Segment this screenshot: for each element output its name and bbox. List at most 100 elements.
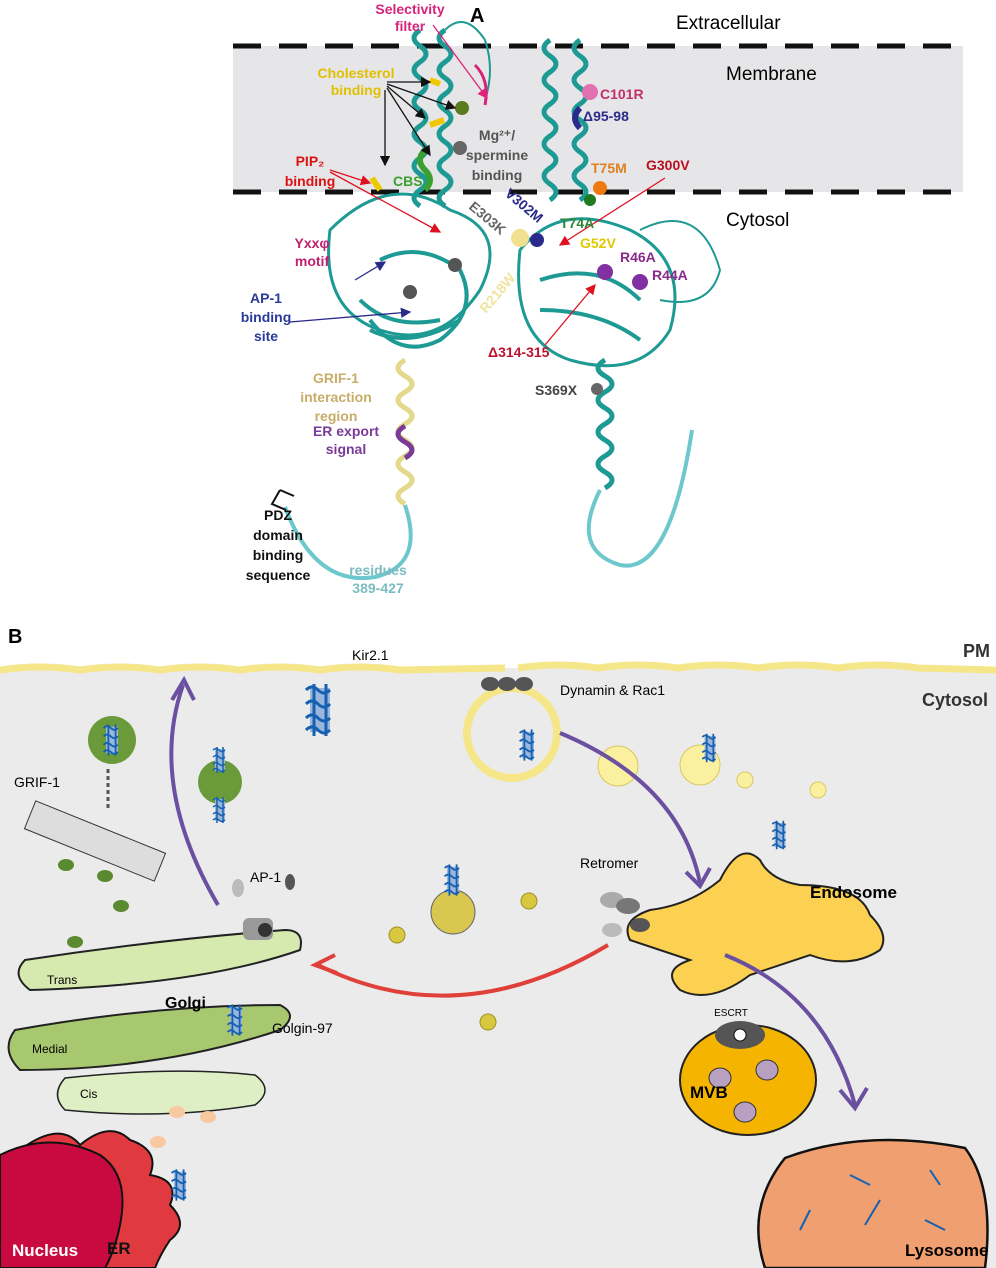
- mutation-g52v: G52V: [580, 235, 616, 251]
- golgin-label: Golgin-97: [272, 1020, 333, 1036]
- v302m-sphere: [530, 233, 544, 247]
- nucleus-label: Nucleus: [12, 1241, 78, 1260]
- selectivity-filter-label: filter: [395, 18, 426, 34]
- yxx-motif-label: motif: [295, 253, 330, 269]
- golgi-medial-label: Medial: [32, 1042, 67, 1056]
- pdz-label: sequence: [246, 567, 311, 583]
- golgi-trans: [17, 928, 302, 992]
- dynamin-label: Dynamin & Rac1: [560, 682, 665, 698]
- r46a-sphere: [597, 264, 613, 280]
- grif1-region-label: interaction: [300, 389, 372, 405]
- mutation-d95-98: Δ95-98: [583, 108, 629, 124]
- intraluminal-vesicles: [708, 1059, 779, 1123]
- mg-spermine-label: Mg²⁺/: [479, 127, 515, 143]
- golgi-cis: [56, 1070, 266, 1115]
- pip2-label: binding: [285, 173, 336, 189]
- retromer-label: Retromer: [580, 855, 639, 871]
- ap1-site-label: site: [254, 328, 278, 344]
- mutation-r46a: R46A: [620, 249, 656, 265]
- cholesterol-label: binding: [331, 82, 382, 98]
- retromer-retrograde-arrow: [317, 943, 610, 998]
- mg-site: [453, 141, 467, 155]
- yxx-motif-label: Yxxφ: [295, 235, 330, 251]
- lysosome-label: Lysosome: [905, 1241, 988, 1260]
- cholesterol-label: Cholesterol: [317, 65, 394, 81]
- microtubule: [23, 800, 167, 882]
- pdz-bracket: [270, 489, 295, 511]
- golgi-medial: [7, 1003, 291, 1072]
- trafficking-arrows: [169, 675, 869, 1112]
- mutation-t75m: T75M: [591, 160, 627, 176]
- golgi-to-pm-arrow: [169, 684, 220, 907]
- cholesterol-site: [455, 101, 469, 115]
- retromer-complex: [600, 892, 650, 937]
- pip2-label: PIP₂: [296, 153, 325, 169]
- green-vesicles: [58, 859, 129, 948]
- pdz-label: binding: [253, 547, 304, 563]
- er-export-label: ER export: [313, 423, 379, 439]
- mutation-e303k: E303K: [466, 198, 509, 238]
- selectivity-filter-label: Selectivity: [375, 1, 444, 17]
- er-export-label: signal: [326, 441, 366, 457]
- residue-sphere: [403, 285, 417, 299]
- r44a-sphere: [632, 274, 648, 290]
- r218w-sphere: [511, 229, 529, 247]
- pdz-label: PDZ: [264, 507, 292, 523]
- escrt-complex: [715, 1021, 765, 1049]
- residues-label: 389-427: [352, 580, 404, 596]
- c-terminal-tail-left: [283, 504, 413, 581]
- mutation-r44a: R44A: [652, 267, 688, 283]
- plasma-membrane: [0, 661, 996, 674]
- golgi-label: Golgi: [165, 995, 206, 1012]
- endosome-label: Endosome: [810, 883, 897, 902]
- residue-sphere: [448, 258, 462, 272]
- mutation-s369x: S369X: [535, 382, 578, 398]
- extracellular-label: Extracellular: [676, 13, 781, 34]
- t74a-sphere: [584, 194, 596, 206]
- mutation-t74a: T74A: [560, 215, 594, 231]
- ap1-complex: [232, 874, 295, 940]
- mutation-g300v: G300V: [646, 157, 690, 173]
- kir-label: Kir2.1: [352, 647, 389, 663]
- mutation-r218w: R218W: [476, 269, 519, 316]
- panel-b-label: B: [8, 626, 22, 648]
- endocytic-vesicle: [463, 684, 561, 782]
- cytosol-b-label: Cytosol: [922, 690, 988, 710]
- membrane-label: Membrane: [726, 64, 817, 85]
- degraded-channels: [799, 1169, 946, 1231]
- c101r-sphere: [582, 84, 598, 100]
- grif1-label: GRIF-1: [14, 774, 60, 790]
- dynamin-icon: [481, 677, 533, 691]
- pm-label: PM: [963, 641, 990, 661]
- cholesterol-segments: [369, 77, 446, 192]
- mg-spermine-label: binding: [472, 167, 523, 183]
- mutation-d314-315: Δ314-315: [488, 344, 550, 360]
- membrane-band: [233, 46, 963, 192]
- grif1-region-label: GRIF-1: [313, 370, 359, 386]
- green-vesicle: [198, 760, 242, 804]
- mvb-label: MVB: [690, 1083, 728, 1102]
- kir-subunit-right: [517, 37, 722, 491]
- cbs-label: CBS: [393, 173, 423, 189]
- nucleus: [0, 1141, 124, 1268]
- endosome-to-lysosome-arrow: [724, 953, 857, 1106]
- mutation-c101r: C101R: [600, 86, 644, 102]
- grif1-region-label: region: [315, 408, 358, 424]
- t75m-sphere: [593, 181, 607, 195]
- golgi-vesicles: [388, 892, 538, 1031]
- pdz-label: domain: [253, 527, 303, 543]
- ap1-site-label: AP-1: [250, 290, 282, 306]
- s369x-sphere: [591, 383, 603, 395]
- c-terminal-tail-right: [586, 429, 694, 568]
- ap1-site-label: binding: [241, 309, 292, 325]
- endosome: [626, 852, 885, 996]
- cytosol-label: Cytosol: [726, 210, 789, 231]
- transport-vesicle: [430, 889, 476, 935]
- panel-a-label: A: [470, 5, 484, 27]
- kir-subunit-left: [327, 21, 492, 349]
- er-vesicles: [150, 1106, 216, 1148]
- residues-label: residues: [349, 562, 407, 578]
- escrt-label: ESCRT: [714, 1008, 748, 1019]
